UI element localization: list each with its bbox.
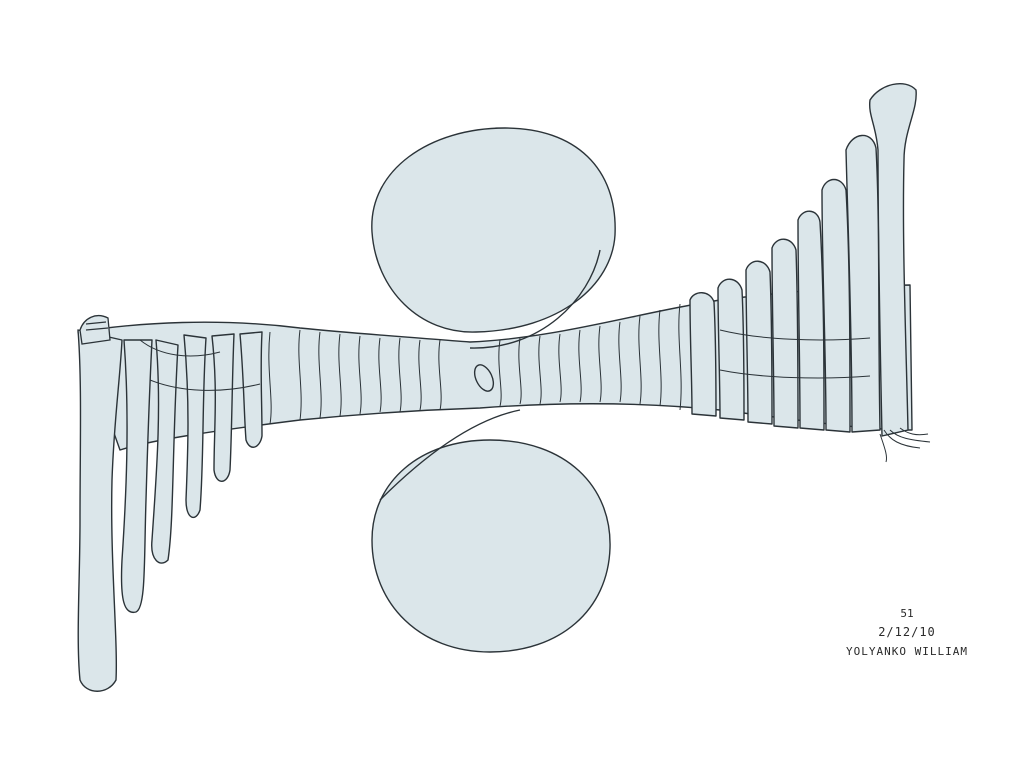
- vertebra-lines: [139, 303, 871, 425]
- rib-r3: [797, 210, 825, 431]
- upper-oval: [371, 127, 616, 333]
- rib-l2: [151, 339, 179, 564]
- rib-l3: [183, 334, 207, 519]
- artist-signature: YOLYANKO WILLIAM: [846, 645, 968, 658]
- rib-r5: [745, 260, 773, 425]
- rib-l5: [239, 331, 263, 448]
- rib-r2: [821, 178, 851, 433]
- rib-r4: [771, 238, 799, 429]
- right-tall-bone: [868, 82, 917, 437]
- artist-inscription: 51 2/12/10 YOLYANKO WILLIAM: [842, 604, 972, 661]
- rib-r7: [689, 292, 717, 417]
- rib-r6: [717, 278, 745, 421]
- rib-l4: [211, 333, 235, 482]
- right-roots: [879, 427, 931, 463]
- rib-r1: [845, 134, 881, 433]
- rib-l1: [120, 339, 153, 614]
- drawing-date: 2/12/10: [878, 625, 936, 639]
- lower-oval: [371, 439, 611, 653]
- left-tube: [79, 315, 111, 345]
- drawing-number: 51: [900, 607, 914, 620]
- central-knot: [379, 249, 601, 501]
- left-tall-bone: [77, 329, 123, 692]
